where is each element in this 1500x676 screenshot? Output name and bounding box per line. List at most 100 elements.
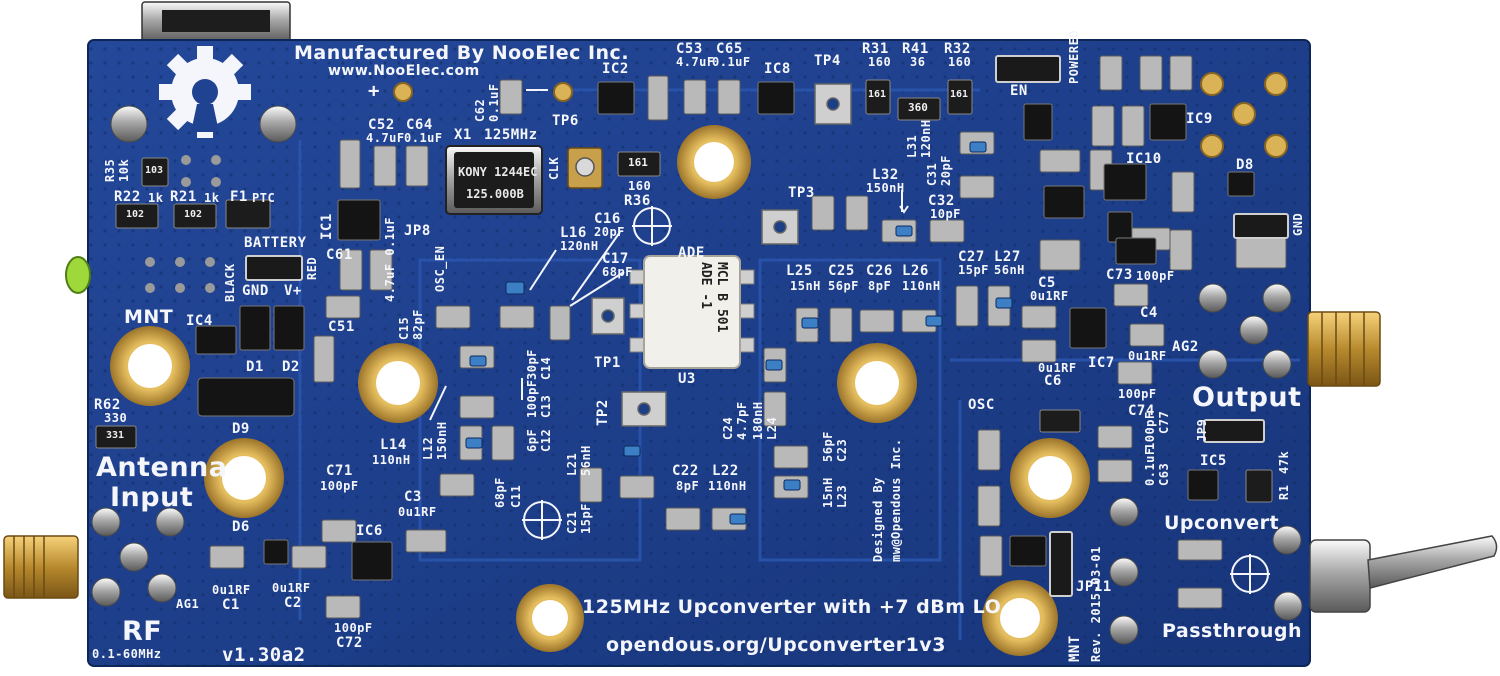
c21-value: 15pF <box>579 503 593 534</box>
tp6-label: TP6 <box>552 113 579 129</box>
c24-label: C24 <box>721 416 735 440</box>
ic8-label: IC8 <box>764 61 791 77</box>
ag1-label: AG1 <box>176 597 200 611</box>
ic4-label: IC4 <box>186 313 213 329</box>
c77-value: 100pF <box>1143 411 1157 450</box>
c24-value: 4.7pF <box>735 401 749 440</box>
c14-value: 30pF <box>525 349 539 380</box>
r21-marking: 102 <box>184 209 203 220</box>
u3-marking-1: MCL B 501 <box>714 262 729 333</box>
powered-label: POWERED <box>1067 29 1081 84</box>
x1-marking-1: KONY 1244EC <box>458 165 538 179</box>
osc-en-label: OSC_EN <box>433 245 447 292</box>
d1-label: D1 <box>246 359 264 375</box>
c61-value: 4.7uF 0.1uF <box>383 217 397 302</box>
en-label: EN <box>1010 83 1028 99</box>
clk-label: CLK <box>547 156 561 180</box>
l32-value: 150nH <box>866 181 905 195</box>
r62-label: R62 <box>94 397 121 413</box>
upconvert-label: Upconvert <box>1164 512 1280 534</box>
l14-label: L14 <box>380 437 407 453</box>
c74-label: C74 <box>1128 403 1155 419</box>
l26-value: 110nH <box>902 279 941 293</box>
c32-label: C32 <box>928 193 955 209</box>
c5-value: 0u1RF <box>1030 289 1069 303</box>
rf-range-label: 0.1-60MHz <box>92 647 162 661</box>
tp4-label: TP4 <box>814 53 841 69</box>
l21-label: L21 <box>565 452 579 476</box>
c12-value: 6pF <box>525 428 539 452</box>
l22-label: L22 <box>712 463 739 479</box>
c62-value: 0.1uF <box>487 83 501 122</box>
c31-label: C31 <box>925 162 939 186</box>
l31-value: 120nH <box>919 119 933 158</box>
ag2-label: AG2 <box>1172 339 1199 355</box>
c22-value: 8pF <box>676 479 700 493</box>
l32-label: L32 <box>872 167 899 183</box>
red-label: RED <box>305 256 319 280</box>
r32-marking: 161 <box>950 89 969 100</box>
r22-value: 1k <box>148 191 164 205</box>
c3-value: 0u1RF <box>398 505 437 519</box>
c14-label: C14 <box>539 356 553 380</box>
c5-label: C5 <box>1038 275 1056 291</box>
ic6-label: IC6 <box>356 523 383 539</box>
c17-label: C17 <box>602 251 629 267</box>
tp1-label: TP1 <box>594 355 621 371</box>
l26-label: L26 <box>902 263 929 279</box>
designer-line2: mw@Opendous Inc. <box>889 438 903 562</box>
l23-label: L23 <box>835 484 849 508</box>
r21-label: R21 <box>170 189 197 205</box>
c16-label: C16 <box>594 211 621 227</box>
output-label: Output <box>1192 382 1302 413</box>
l31-label: L31 <box>905 134 919 158</box>
r62-marking: 331 <box>106 430 125 441</box>
r62-value: 330 <box>104 411 128 425</box>
c63-value: 0.1uF <box>1143 447 1157 486</box>
r35-value: 10k <box>117 158 131 182</box>
c3-label: C3 <box>404 489 422 505</box>
r31-value: 160 <box>868 55 892 69</box>
c23-value: 56pF <box>821 431 835 462</box>
usb-connector <box>141 1 291 43</box>
mounting-holes <box>110 125 1090 656</box>
x1-label: X1 <box>454 127 472 143</box>
c32-value: 10pF <box>930 207 961 221</box>
c52-value: 4.7uF <box>366 131 405 145</box>
c2-label: C2 <box>284 595 302 611</box>
website-label: www.NooElec.com <box>328 63 480 79</box>
mnt-right-label: MNT <box>1067 635 1083 662</box>
l12-label: L12 <box>421 436 435 460</box>
u3-label: U3 <box>678 371 696 387</box>
ic2-label: IC2 <box>602 61 629 77</box>
l27-label: L27 <box>994 249 1021 265</box>
c27-label: C27 <box>958 249 985 265</box>
c23-label: C23 <box>835 438 849 462</box>
c15-value: 82pF <box>411 309 425 340</box>
silkscreen-lines <box>429 89 909 421</box>
c25-label: C25 <box>828 263 855 279</box>
c4-value: 0u1RF <box>1128 349 1167 363</box>
c74-value: 100pF <box>1118 387 1157 401</box>
d9-label: D9 <box>232 421 250 437</box>
r1-value: 47k <box>1277 450 1291 474</box>
r41-label: R41 <box>902 41 929 57</box>
c31-value: 20pF <box>939 155 953 186</box>
c6-label: C6 <box>1044 373 1062 389</box>
l24-value: 180nH <box>751 401 765 440</box>
l25-value: 15nH <box>790 279 821 293</box>
d8-label: D8 <box>1236 157 1254 173</box>
jp9-label: JP9 <box>1195 418 1209 442</box>
l21-value: 56nH <box>579 445 593 476</box>
r31-label: R31 <box>862 41 889 57</box>
r22-label: R22 <box>114 189 141 205</box>
battery-label: BATTERY <box>244 235 307 251</box>
c2-value: 0u1RF <box>272 581 311 595</box>
l12-value: 150nH <box>435 421 449 460</box>
c53-label: C53 <box>676 41 703 57</box>
c71-label: C71 <box>326 463 353 479</box>
version-label: v1.30a2 <box>222 644 306 666</box>
mnt-left-label: MNT <box>124 306 174 328</box>
d2-label: D2 <box>282 359 300 375</box>
ic5-label: IC5 <box>1200 453 1227 469</box>
